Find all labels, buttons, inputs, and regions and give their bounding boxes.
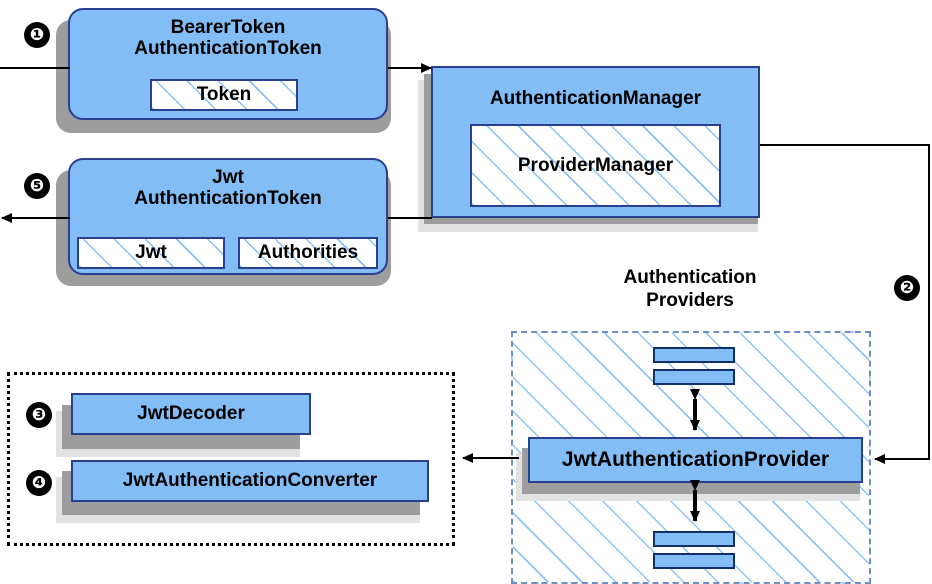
jwt-authentication-converter-title: JwtAuthenticationConverter: [122, 470, 378, 492]
authentication-providers-label: Authentication Providers: [575, 267, 805, 313]
jwt-decoder-node[interactable]: JwtDecoder: [71, 393, 311, 435]
jwt-token-inner-authorities-label: Authorities: [257, 242, 359, 263]
bearer-token-line2: AuthenticationToken: [134, 38, 322, 60]
jwt-token-inner-jwt[interactable]: Jwt: [77, 237, 225, 269]
bearer-token-inner-token[interactable]: Token: [150, 79, 298, 111]
step-marker-2: ❷: [894, 275, 920, 301]
bearer-token-line1: BearerToken: [170, 17, 286, 38]
jwt-helpers-region: [7, 372, 455, 546]
providers-label-line2: Providers: [646, 289, 734, 311]
jwt-token-inner-authorities[interactable]: Authorities: [238, 237, 378, 269]
provider-stub-bar-bottom-2: [653, 553, 735, 569]
authentication-manager-title: AuthenticationManager: [489, 88, 702, 109]
bearer-token-inner-label: Token: [196, 84, 252, 105]
provider-stub-bar-bottom-1: [653, 531, 735, 547]
step-marker-1: ❶: [24, 22, 50, 48]
provider-manager-label: ProviderManager: [517, 154, 674, 176]
jwt-decoder-title: JwtDecoder: [137, 403, 245, 425]
provider-stub-bar-top-2: [653, 369, 735, 385]
jwt-token-line1: Jwt: [212, 167, 244, 188]
jwt-authentication-provider-node[interactable]: JwtAuthenticationProvider: [528, 437, 863, 483]
step-marker-5: ❺: [24, 173, 50, 199]
providers-label-line1: Authentication: [623, 267, 757, 288]
jwt-authentication-provider-title: JwtAuthenticationProvider: [561, 448, 830, 472]
step-marker-4: ❹: [26, 470, 52, 496]
step-marker-3: ❸: [26, 402, 52, 428]
provider-manager-inner[interactable]: ProviderManager: [470, 124, 721, 207]
jwt-token-inner-jwt-label: Jwt: [135, 242, 167, 263]
jwt-authentication-converter-node[interactable]: JwtAuthenticationConverter: [71, 460, 429, 502]
jwt-token-line2: AuthenticationToken: [134, 188, 322, 210]
provider-stub-bar-top-1: [653, 347, 735, 363]
